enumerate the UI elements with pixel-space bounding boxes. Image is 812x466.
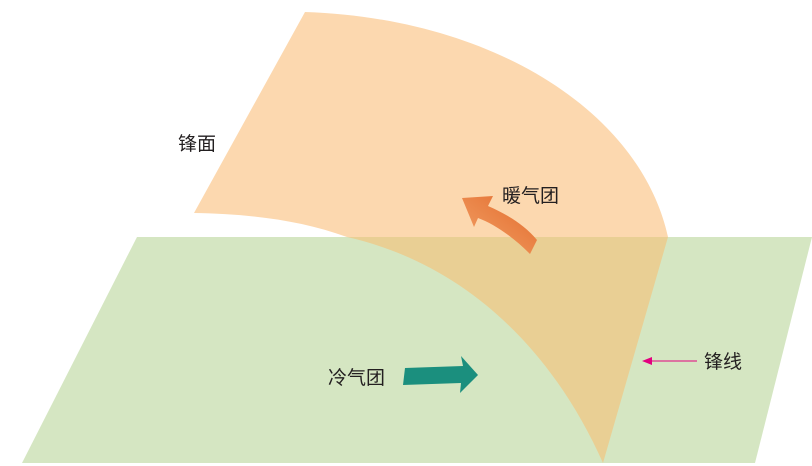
cold-air-arrow-icon bbox=[403, 356, 478, 393]
ground-plane bbox=[22, 237, 812, 463]
front-overlap-region bbox=[347, 237, 668, 463]
front-line-label: 锋线 bbox=[704, 351, 742, 373]
front-surface-label: 锋面 bbox=[178, 133, 216, 155]
cold-air-mass-label: 冷气团 bbox=[328, 367, 385, 389]
warm-air-arrow-icon bbox=[462, 196, 537, 254]
warm-air-mass-label: 暖气团 bbox=[502, 185, 559, 207]
front-line-pointer-icon bbox=[642, 357, 697, 365]
front-surface bbox=[194, 12, 668, 237]
